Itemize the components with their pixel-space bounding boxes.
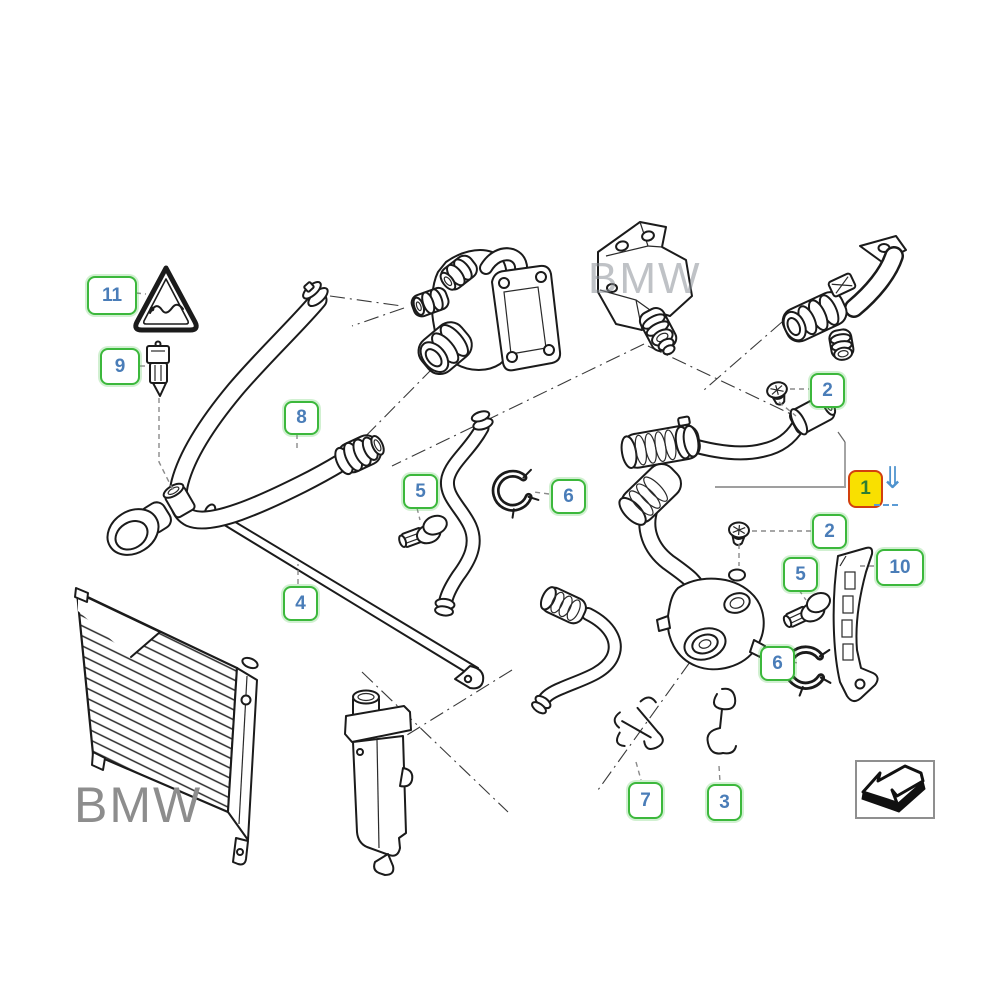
s-clip-drawing bbox=[706, 687, 737, 755]
callout-5-left[interactable]: 5 bbox=[403, 474, 438, 509]
water-pipe-drawing bbox=[781, 235, 907, 361]
middle-hose-drawing bbox=[434, 410, 494, 617]
bolt-left-drawing bbox=[398, 514, 448, 548]
upper-radiator-hose-drawing bbox=[106, 281, 385, 556]
callout-number: 5 bbox=[795, 563, 806, 585]
view-direction-box bbox=[855, 760, 935, 819]
callout-1-highlighted[interactable]: 1 bbox=[848, 470, 883, 508]
callout-10[interactable]: 10 bbox=[876, 549, 924, 586]
down-arrow-icon[interactable]: ⇓ bbox=[880, 462, 906, 495]
callout-number: 5 bbox=[415, 480, 426, 502]
view-direction-arrow-icon bbox=[861, 764, 926, 813]
callout-5-right[interactable]: 5 bbox=[783, 557, 818, 592]
callout-4[interactable]: 4 bbox=[283, 586, 318, 621]
callout-11[interactable]: 11 bbox=[87, 276, 137, 315]
warning-triangle-icon bbox=[133, 265, 199, 333]
callout-6-left[interactable]: 6 bbox=[551, 479, 586, 514]
support-bracket-drawing bbox=[832, 546, 879, 702]
callout-number: 10 bbox=[889, 556, 911, 578]
callout-number: 7 bbox=[640, 789, 651, 811]
callout-2-upper[interactable]: 2 bbox=[810, 373, 845, 408]
callout-number: 8 bbox=[296, 407, 307, 428]
callout-9[interactable]: 9 bbox=[100, 348, 140, 385]
vent-screw-lower-drawing bbox=[728, 521, 750, 546]
callout-number: 2 bbox=[824, 520, 835, 542]
leader-lines bbox=[135, 292, 874, 783]
alignment-lines bbox=[329, 295, 796, 813]
callout-number: 2 bbox=[822, 379, 833, 401]
lower-hose-assembly-drawing bbox=[618, 394, 837, 671]
temperature-sensor-drawing bbox=[146, 340, 175, 493]
callout-number: 1 bbox=[860, 478, 871, 499]
watermark-bottom: BMW bbox=[74, 777, 203, 833]
callout-number: 4 bbox=[295, 592, 306, 614]
callout-7[interactable]: 7 bbox=[628, 782, 663, 819]
spring-clip-drawing bbox=[613, 696, 664, 750]
watermark-top: BMW bbox=[588, 254, 702, 303]
radiator-drawing bbox=[74, 587, 259, 866]
callout-number: 3 bbox=[719, 791, 730, 813]
engine-bracket-drawing bbox=[597, 221, 693, 356]
coolant-pipe-drawing bbox=[203, 503, 485, 690]
vent-screw-upper-drawing bbox=[766, 381, 788, 406]
callout-3[interactable]: 3 bbox=[707, 784, 742, 821]
callout-number: 6 bbox=[563, 485, 574, 507]
bolt-right-drawing bbox=[782, 591, 831, 628]
expansion-tank-drawing bbox=[344, 689, 414, 876]
callout-number: 11 bbox=[101, 284, 123, 306]
callout-2-lower[interactable]: 2 bbox=[812, 514, 847, 549]
callout-6-right[interactable]: 6 bbox=[760, 646, 795, 681]
thermostat-housing-drawing bbox=[410, 247, 562, 376]
dashed-underline bbox=[874, 504, 898, 506]
tank-hose-drawing bbox=[531, 586, 622, 715]
callout-number: 6 bbox=[772, 652, 783, 674]
callout-number: 9 bbox=[114, 355, 126, 377]
hose-clip-left-drawing bbox=[491, 468, 540, 519]
callout-8[interactable]: 8 bbox=[284, 401, 319, 435]
